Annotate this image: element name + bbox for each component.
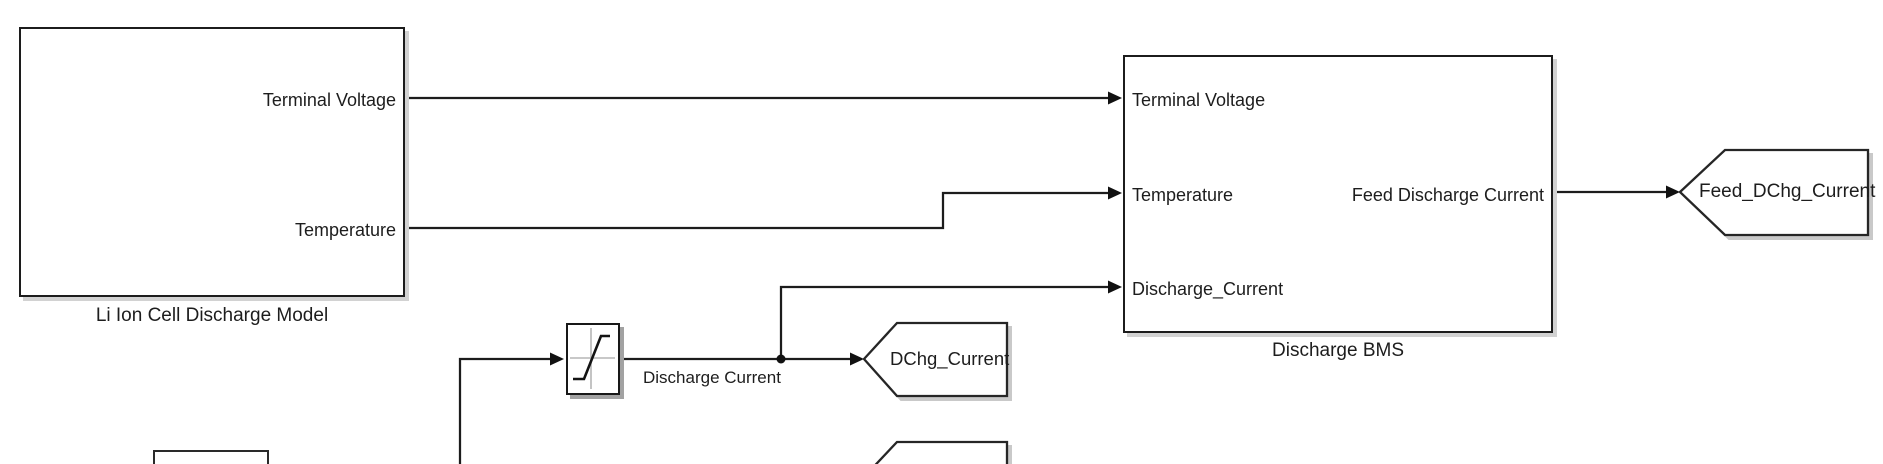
- arrowhead-feed-tag: [1666, 185, 1680, 199]
- goto-tag-partial[interactable]: [864, 440, 1009, 464]
- goto-tag-label-feed-dchg-current: Feed_DChg_Current: [1699, 181, 1876, 202]
- goto-tag-label-dchg-current: DChg_Current: [890, 348, 1010, 369]
- arrowhead-discharge-current-input: [1108, 280, 1122, 294]
- goto-tag-feed-dchg-current[interactable]: [1678, 148, 1870, 237]
- wire-temperature[interactable]: [405, 191, 1109, 230]
- outport-label-temperature: Temperature: [294, 220, 396, 240]
- outport-label-terminal-voltage: Terminal Voltage: [262, 90, 396, 110]
- inport-label-discharge-current: Discharge_Current: [1132, 279, 1284, 299]
- arrowhead-terminal-voltage: [1108, 91, 1122, 105]
- goto-tag-dchg-current[interactable]: [862, 321, 1009, 398]
- wire-junction-dot: [776, 354, 786, 364]
- wire-name-discharge-current: Discharge Current: [643, 368, 781, 387]
- block-li-ion-cell-discharge-model[interactable]: Terminal Voltage Temperature: [19, 27, 405, 297]
- arrowhead-dchg-tag: [850, 352, 864, 366]
- block-name-discharge-bms[interactable]: Discharge BMS: [1272, 340, 1404, 361]
- inport-label-terminal-voltage: Terminal Voltage: [1132, 90, 1266, 110]
- outport-label-feed-discharge-current: Feed Discharge Current: [1351, 185, 1544, 205]
- wire-saturation-input[interactable]: [458, 357, 550, 464]
- saturation-icon: [570, 328, 615, 389]
- arrowhead-saturation-input: [550, 352, 564, 366]
- block-discharge-bms[interactable]: Terminal Voltage Temperature Discharge_C…: [1123, 55, 1553, 333]
- block-name-li-ion-cell-discharge-model[interactable]: Li Ion Cell Discharge Model: [95, 305, 329, 326]
- arrowhead-temperature: [1108, 186, 1122, 200]
- block-partial-bottom[interactable]: [153, 450, 269, 464]
- inport-label-temperature: Temperature: [1132, 185, 1234, 205]
- wire-discharge-current-branch[interactable]: [779, 285, 1109, 359]
- block-saturation[interactable]: [566, 323, 620, 395]
